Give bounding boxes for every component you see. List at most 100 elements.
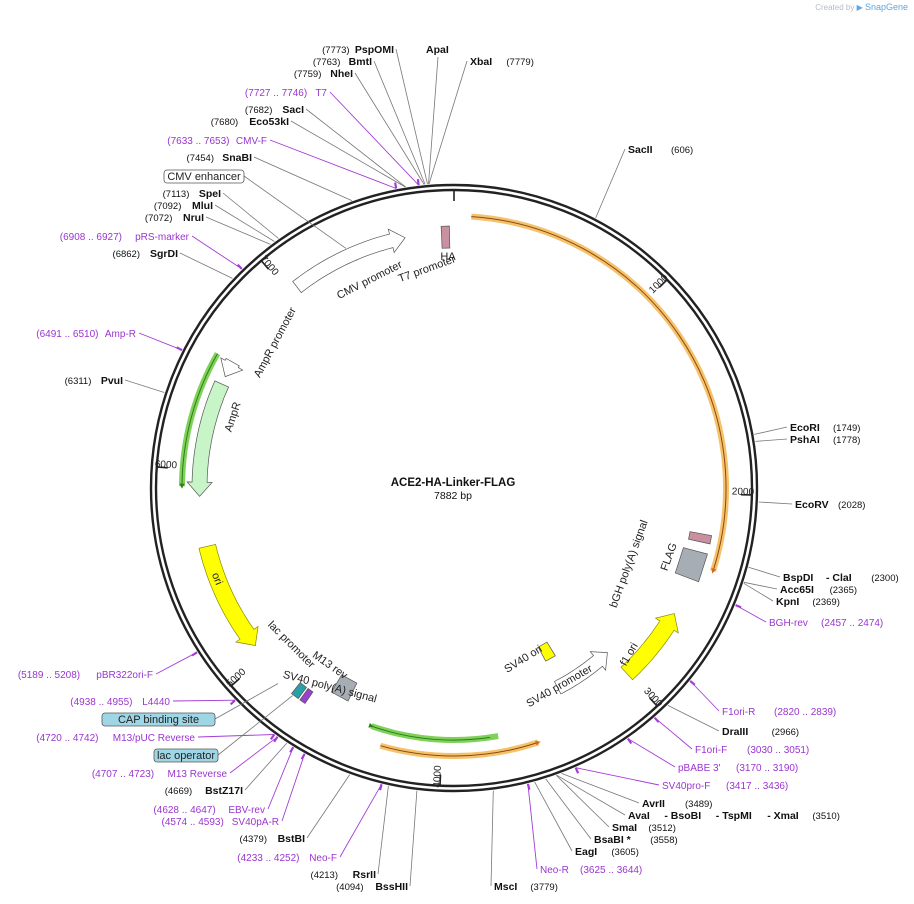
site-name: NruI	[183, 212, 204, 224]
sv40-ori-box	[537, 641, 556, 662]
site-label-eco53ki: Eco53kI(7680)	[211, 116, 289, 128]
site-name: KpnI	[776, 596, 799, 608]
primer-leader	[138, 332, 183, 351]
primer-leader-mark	[176, 346, 183, 352]
site-position: (2365)	[830, 585, 857, 596]
site-label-avai: AvaI- BsoBI- TspMI- XmaI(3510)	[628, 810, 840, 822]
primer-range: (7727 .. 7746)	[245, 88, 307, 99]
site-name-alt: - TspMI	[716, 810, 752, 822]
primer-leader-mark	[300, 753, 306, 760]
site-leader	[305, 108, 406, 188]
boxed-label-cmv-enhancer: CMV enhancer	[163, 169, 245, 184]
feature-name: lac promoter	[265, 619, 317, 671]
primer-leader	[172, 699, 236, 702]
site-leader	[244, 742, 288, 791]
feature-label-ori: ori	[209, 571, 225, 587]
site-label-pspomi: PspOMI(7773)	[322, 44, 394, 56]
site-leader	[667, 705, 720, 732]
site-name: SgrDI	[150, 248, 178, 260]
site-label-bspdi: BspDI- ClaI(2300)	[783, 572, 899, 584]
scale-tick-label: 2000	[732, 487, 755, 499]
site-leader	[179, 252, 233, 279]
site-position: (2966)	[772, 727, 799, 738]
site-label-sgrdi: SgrDI(6862)	[113, 248, 179, 260]
site-label-pvui: PvuI(6311)	[65, 375, 123, 387]
primer-leader	[269, 139, 397, 189]
primer-name: CMV-F	[236, 136, 267, 147]
site-leader	[743, 582, 774, 602]
site-leader	[545, 778, 592, 840]
feature-arrows	[179, 213, 729, 759]
site-position: (7113)	[163, 189, 190, 200]
site-label-spei: SpeI (7113)	[163, 188, 221, 200]
primer-name: M13 Reverse	[168, 769, 228, 780]
primer-leader-mark	[289, 746, 295, 753]
primer-leader-mark	[574, 767, 580, 774]
site-name: BspDI	[783, 572, 813, 584]
lac-promoter-box	[291, 682, 307, 700]
site-position: (7779)	[506, 57, 533, 68]
site-name: BstZ17I	[205, 785, 243, 797]
site-name: BmtI	[349, 56, 372, 68]
primer-label-m13reverse: M13 Reverse(4707 .. 4723)	[92, 769, 228, 780]
label-box	[163, 169, 245, 184]
site-name: Acc65I	[780, 584, 814, 596]
site-label-nhei: NheI(7759)	[294, 68, 353, 80]
site-name: SpeI	[199, 188, 221, 200]
site-labels: SacII(606)EcoRI(1749)PshAI(1778)EcoRV(20…	[18, 44, 899, 893]
site-position: (4669)	[165, 786, 192, 797]
site-label-smai: SmaI(3512)	[612, 822, 676, 834]
primer-name: F1ori-R	[722, 707, 755, 718]
site-position: (606)	[671, 145, 693, 156]
ori-arrow	[198, 543, 259, 647]
site-position: (3558)	[650, 835, 677, 846]
site-leader	[205, 216, 271, 245]
plasmid-name: ACE2-HA-Linker-FLAG	[391, 477, 516, 489]
site-name: AvaI	[628, 810, 650, 822]
primer-leader-mark	[626, 737, 633, 745]
primer-name: Neo-F	[309, 853, 337, 864]
ampr-promoter-arrow	[220, 357, 244, 378]
primer-leader	[527, 783, 538, 870]
primer-label-m13pucreverse: M13/pUC Reverse(4720 .. 4742)	[36, 733, 195, 744]
site-leader	[290, 120, 406, 188]
site-name: SacI	[282, 104, 304, 116]
primer-label-pbr322orif: pBR322ori-F(5189 .. 5208)	[18, 670, 153, 681]
primer-leader	[155, 651, 198, 675]
site-leader	[758, 501, 793, 505]
site-name: SnaBI	[222, 152, 252, 164]
site-leader	[253, 156, 353, 201]
site-name: EcoRI	[790, 422, 820, 434]
site-name: AvrII	[642, 798, 665, 810]
primer-name: F1ori-F	[695, 745, 727, 756]
outer-strand	[149, 183, 759, 793]
site-leader	[409, 790, 418, 887]
site-position: (4213)	[311, 870, 338, 881]
scale-tick	[658, 279, 668, 289]
site-leader	[373, 60, 426, 185]
site-leader	[490, 790, 494, 887]
primer-name: pRS-marker	[135, 232, 190, 243]
site-leader	[748, 566, 781, 578]
feature-label-ampr: AmpR	[223, 401, 244, 434]
site-label-sacii: SacII(606)	[628, 144, 693, 156]
primer-leader-mark	[229, 699, 236, 706]
site-name: XbaI	[470, 56, 492, 68]
site-name: DraIII	[722, 726, 748, 738]
primer-label-ebvrev: EBV-rev(4628 .. 4647)	[153, 805, 265, 816]
primer-name: M13/pUC Reverse	[113, 733, 196, 744]
feature-name: HA	[440, 251, 456, 263]
primer-range: (3417 .. 3436)	[726, 781, 788, 792]
site-name: EcoRV	[795, 499, 829, 511]
site-label-kpni: KpnI(2369)	[776, 596, 840, 608]
site-label-bstz17i: BstZ17I (4669)	[165, 785, 243, 797]
scale-tick	[649, 697, 658, 706]
primer-label-sv40par: SV40pA-R(4574 .. 4593)	[162, 817, 279, 828]
boxed-label-lac-operator: lac operator	[153, 748, 219, 763]
site-leader	[754, 426, 788, 435]
primer-range: (4628 .. 4647)	[153, 805, 215, 816]
site-name-alt: - BsoBI	[664, 810, 701, 822]
primer-range: (2457 .. 2474)	[821, 618, 883, 629]
site-label-nrui: NruI (7072)	[145, 212, 204, 224]
site-position: (7072)	[145, 213, 172, 224]
